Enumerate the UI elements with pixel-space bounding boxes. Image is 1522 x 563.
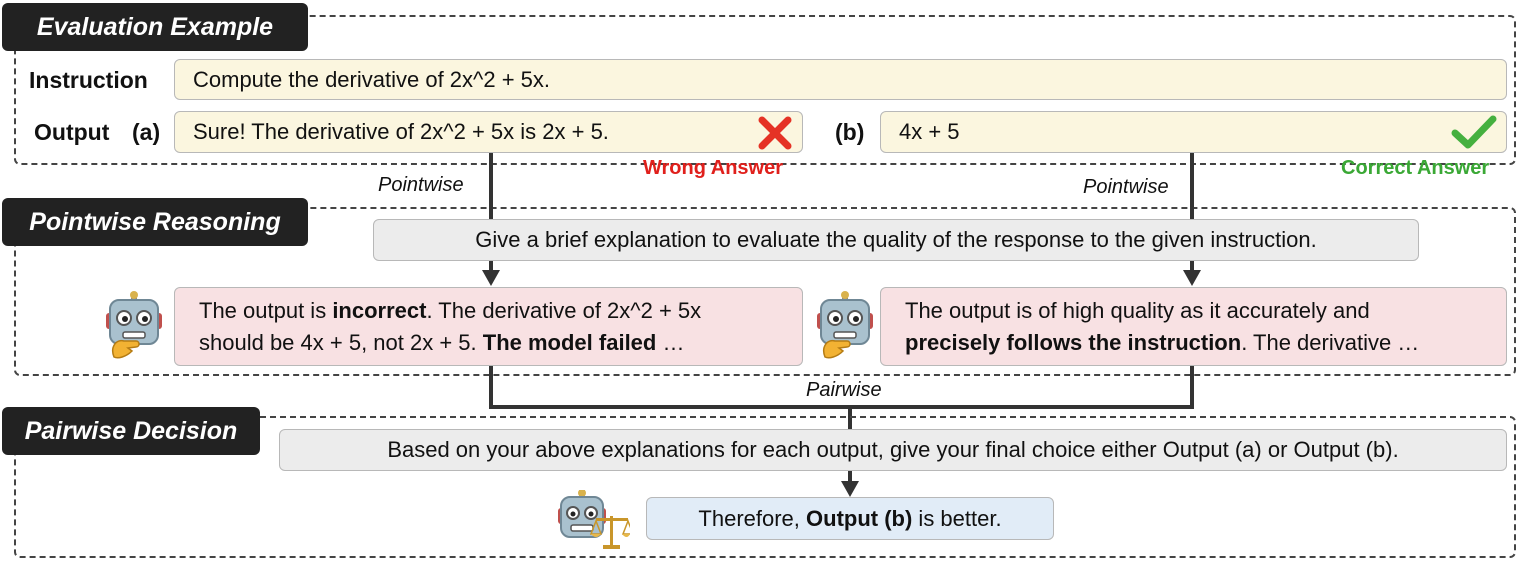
pairwise-prompt-box: Based on your above explanations for eac… (279, 429, 1507, 471)
correct-answer-label: Correct Answer (1341, 157, 1490, 179)
connector-pair-down (848, 407, 852, 431)
output-b-box: 4x + 5 (880, 111, 1507, 153)
instruction-text: Compute the derivative of 2x^2 + 5x. (193, 66, 551, 92)
arrow-head-decision (841, 481, 859, 497)
reasoning-a-emphasis-failed: The model failed (482, 329, 657, 355)
output-a-box: Sure! The derivative of 2x^2 + 5x is 2x … (174, 111, 803, 153)
instruction-box: Compute the derivative of 2x^2 + 5x. (174, 59, 1507, 100)
edge-label-pairwise: Pairwise (806, 379, 882, 401)
reasoning-b-box: The output is of high quality as it accu… (880, 287, 1507, 366)
evaluation-example-section (14, 15, 1516, 165)
connector-pair-right (1190, 366, 1194, 408)
arrow-head-left (482, 270, 500, 286)
wrong-answer-label: Wrong Answer (643, 157, 784, 179)
reasoning-a-emphasis-incorrect: incorrect (332, 297, 427, 323)
cross-icon (758, 116, 792, 150)
connector-pair-horizontal (489, 405, 1194, 409)
output-a-text: Sure! The derivative of 2x^2 + 5x is 2x … (193, 119, 609, 144)
judge-robot-icon (558, 490, 630, 549)
connector-left-down (489, 153, 493, 219)
output-b-text: 4x + 5 (899, 119, 960, 144)
reasoning-a-box: The output is incorrect. The derivative … (174, 287, 803, 366)
pointwise-reasoning-section (14, 207, 1516, 376)
check-icon (1451, 115, 1497, 149)
reasoning-b-emphasis: precisely follows the instruction (905, 329, 1242, 355)
connector-right-down (1190, 153, 1194, 219)
output-label: Output (34, 119, 110, 145)
evaluation-example-title: Evaluation Example (2, 3, 308, 51)
final-decision-text: Therefore, Output (b) is better. (698, 505, 1002, 531)
connector-right-down-2 (1190, 261, 1194, 273)
pointwise-reasoning-title: Pointwise Reasoning (2, 198, 308, 246)
pairwise-decision-section (14, 416, 1516, 558)
reasoning-b-line-2: precisely follows the instruction. The d… (905, 329, 1420, 355)
thinking-robot-icon (817, 291, 873, 359)
edge-label-pointwise-left: Pointwise (378, 174, 464, 196)
thinking-robot-icon (106, 291, 162, 359)
pointwise-prompt-text: Give a brief explanation to evaluate the… (475, 227, 1317, 252)
reasoning-a-line-2: should be 4x + 5, not 2x + 5. The model … (199, 329, 685, 355)
connector-left-down-2 (489, 261, 493, 273)
pairwise-prompt-text: Based on your above explanations for eac… (387, 437, 1399, 462)
final-decision-box: Therefore, Output (b) is better. (646, 497, 1054, 540)
pairwise-decision-title: Pairwise Decision (2, 407, 260, 455)
reasoning-b-line-1: The output is of high quality as it accu… (905, 297, 1370, 323)
reasoning-a-line-1: The output is incorrect. The derivative … (199, 297, 702, 323)
connector-pair-left (489, 366, 493, 408)
edge-label-pointwise-right: Pointwise (1083, 176, 1169, 198)
output-b-label: (b) (835, 119, 865, 145)
pointwise-prompt-box: Give a brief explanation to evaluate the… (373, 219, 1419, 261)
arrow-head-right (1183, 270, 1201, 286)
connector-decision-down (848, 471, 852, 483)
instruction-label: Instruction (29, 67, 148, 93)
final-decision-emphasis: Output (b) (806, 505, 913, 531)
output-a-label: (a) (132, 119, 161, 145)
